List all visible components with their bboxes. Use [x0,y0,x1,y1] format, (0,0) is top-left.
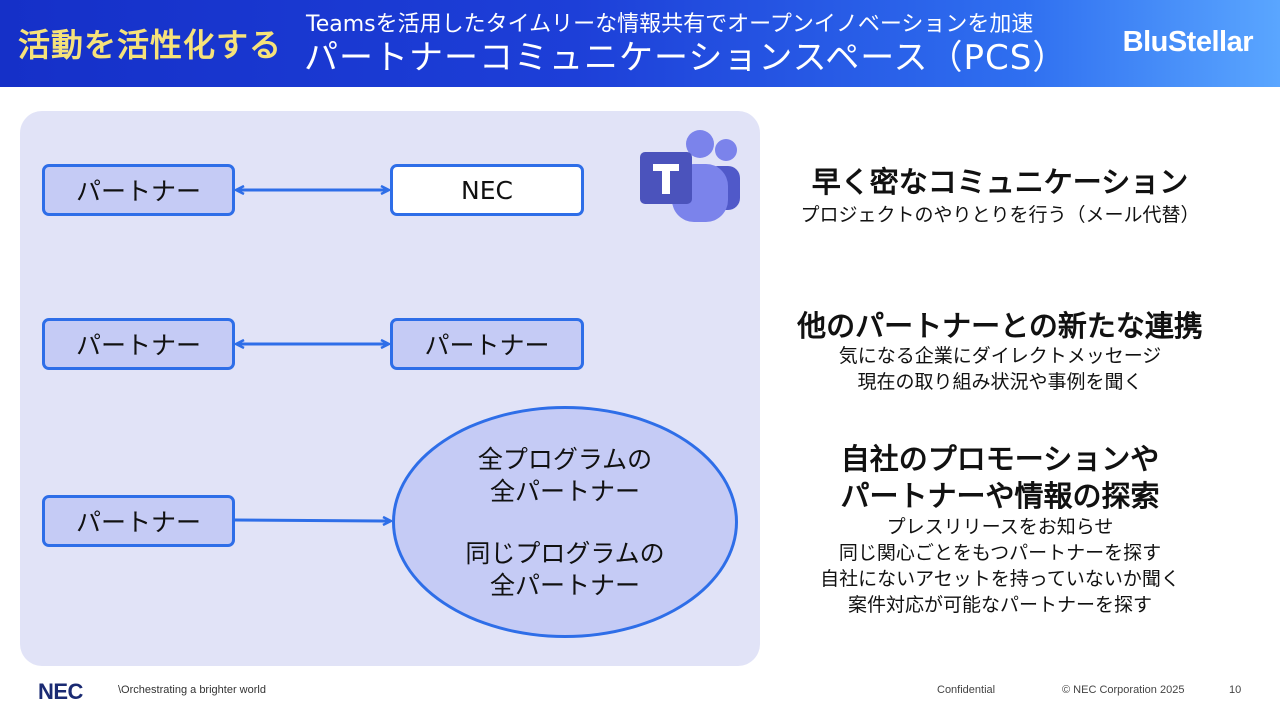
oval-line2: 全パートナー [489,477,640,506]
partner-box-row3: パートナー [42,495,235,547]
header-banner: 活動を活性化する Teamsを活用したタイムリーな情報共有でオープンイノベーショ… [0,0,1280,87]
confidential-label: Confidential [937,684,996,696]
arrow-row3 [234,520,390,521]
benefit-2-line2: 現在の取り組み状況や事例を聞く [857,371,1143,393]
copyright-label: © NEC Corporation 2025 [1062,684,1185,696]
teams-logo-icon [640,130,740,222]
benefit-1-line1: プロジェクトのやりとりを行う（メール代替） [800,204,1200,226]
brand-logo: BluStellar [1122,26,1254,58]
footer-tagline: \Orchestrating a brighter world [118,684,266,696]
program-oval [392,406,738,638]
oval-line1: 全プログラムの [477,445,653,474]
benefit-2-heading: 他のパートナーとの新たな連携 [797,309,1203,343]
nec-box: NEC [390,164,584,216]
benefit-3-line4: 案件対応が可能なパートナーを探す [847,594,1152,616]
benefit-3-heading-line1: 自社のプロモーションや [840,442,1160,476]
benefit-3-heading-line2: パートナーや情報の探索 [840,479,1160,513]
nec-footer-logo: NEC [38,679,83,704]
partner-box-row2-left: パートナー [42,318,235,370]
benefit-3-line1: プレスリリースをお知らせ [886,516,1114,538]
benefit-2-line1: 気になる企業にダイレクトメッセージ [838,345,1162,367]
activity-label: 活動を活性化する [18,26,283,64]
oval-line4: 全パートナー [489,571,640,600]
partner-box-row1: パートナー [42,164,235,216]
benefit-3-line2: 同じ関心ごとをもつパートナーを探す [838,542,1162,564]
page-number: 10 [1229,684,1242,696]
oval-group-all: 全プログラムの 全パートナー [392,444,738,508]
oval-group-same: 同じプログラムの 全パートナー [392,538,738,602]
benefit-3-line3: 自社にないアセットを持っていないか聞く [820,568,1180,590]
partner-box-row2-right: パートナー [390,318,584,370]
slide-title: パートナーコミュニケーションスペース（PCS） [304,38,1068,78]
oval-line3: 同じプログラムの [465,539,665,568]
benefit-1-heading: 早く密なコミュニケーション [811,165,1189,199]
slide-subtitle: Teamsを活用したタイムリーな情報共有でオープンイノベーションを加速 [306,12,1034,37]
